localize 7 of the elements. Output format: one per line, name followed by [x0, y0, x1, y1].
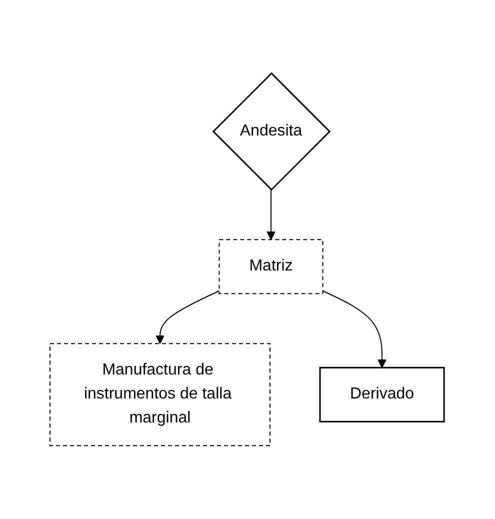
node-box: Manufactura de instrumentos de talla marginal [50, 343, 271, 446]
arrow [156, 290, 220, 344]
node-box: Matriz [219, 239, 324, 294]
node-box: Derivado [320, 366, 446, 422]
arrow [267, 189, 276, 240]
arrow [322, 290, 387, 368]
node-diamond: Andesita [212, 72, 332, 191]
